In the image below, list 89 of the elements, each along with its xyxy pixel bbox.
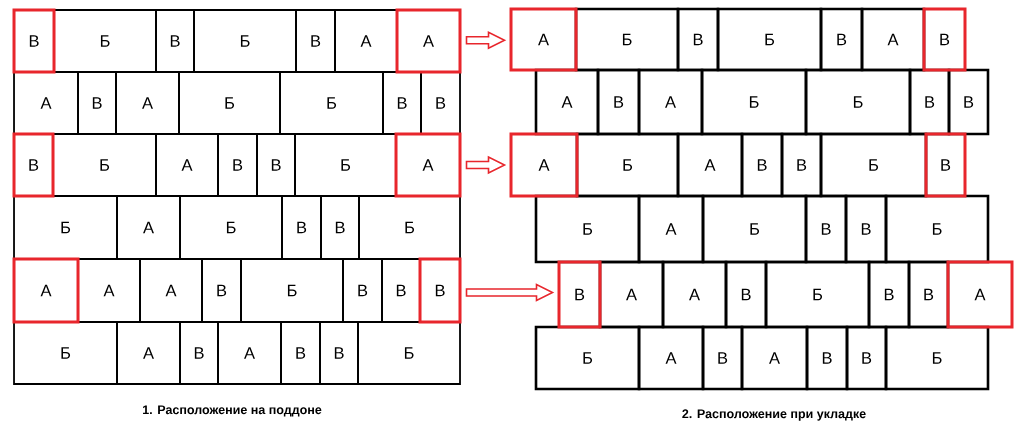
caption: 2. Расположение при укладке — [682, 409, 866, 421]
highlighted-tile: В — [12, 8, 56, 74]
paving-tile: В — [295, 9, 336, 73]
paving-tile: Б — [358, 195, 461, 260]
paving-tile: В — [908, 68, 951, 136]
paving-tile: А — [77, 258, 141, 323]
highlighted-tile: А — [395, 8, 462, 74]
paving-tile: Б — [53, 9, 157, 73]
paving-tile: Б — [52, 133, 157, 197]
paving-tile: В — [201, 258, 242, 323]
paving-tile: В — [381, 258, 421, 323]
paving-tile: Б — [575, 132, 680, 198]
paving-tile: А — [13, 71, 79, 135]
highlighted-tile: В — [922, 7, 967, 72]
paving-tile: А — [534, 68, 600, 136]
paving-tile: В — [179, 321, 219, 385]
paving-tile: В — [676, 7, 720, 72]
paving-tile: А — [598, 260, 665, 329]
paving-tile: А — [155, 133, 219, 197]
paving-tile: В — [844, 194, 888, 264]
paving-tile: А — [740, 325, 809, 391]
paving-tile: А — [676, 132, 744, 198]
highlighted-tile: В — [12, 132, 55, 198]
paving-tile: Б — [716, 7, 823, 72]
paving-tile: Б — [534, 194, 641, 264]
paving-tile: Б — [884, 194, 990, 264]
paving-tile: В — [596, 68, 641, 136]
paving-tile: А — [637, 325, 705, 391]
paving-tile: А — [334, 9, 398, 73]
paving-tile: Б — [700, 68, 808, 136]
paving-tile: Б — [357, 321, 461, 385]
paving-tile: В — [804, 194, 848, 264]
paving-tile: Б — [804, 68, 912, 136]
highlighted-tile: В — [557, 260, 602, 329]
highlighted-tile: А — [509, 7, 578, 72]
highlighted-tile: В — [924, 132, 967, 198]
paving-tile: Б — [574, 7, 680, 72]
highlighted-tile: А — [12, 257, 80, 324]
paving-tile: Б — [13, 321, 118, 385]
arrow — [465, 155, 507, 175]
paving-tile: Б — [193, 9, 297, 73]
paving-tile: В — [740, 132, 784, 198]
highlighted-tile: А — [946, 260, 1014, 329]
paving-tile: В — [845, 325, 888, 391]
paving-tile: В — [805, 325, 849, 391]
paving-tile: Б — [178, 71, 281, 135]
paving-tile: В — [342, 258, 383, 323]
paving-tile: А — [637, 68, 704, 136]
paving-tile: Б — [819, 132, 928, 198]
paving-tile: В — [155, 9, 195, 73]
paving-tile: А — [661, 260, 728, 329]
paving-tile: Б — [534, 325, 641, 391]
paving-tile: В — [780, 132, 823, 198]
paving-tile: Б — [13, 195, 118, 260]
caption: 1. Расположение на поддоне — [143, 405, 322, 417]
arrow — [465, 283, 555, 302]
paving-tile: В — [819, 7, 864, 72]
paving-tile: В — [947, 68, 990, 136]
paving-tile: В — [701, 325, 744, 391]
paving-tile: В — [319, 321, 359, 385]
paving-tile: Б — [294, 133, 397, 197]
paving-tile: А — [217, 321, 282, 385]
paving-tile: Б — [179, 195, 283, 260]
paving-tile: А — [139, 258, 203, 323]
highlighted-tile: В — [418, 257, 462, 324]
paving-tile: В — [867, 260, 911, 329]
paving-tile: В — [256, 133, 296, 197]
paving-tile: А — [637, 194, 705, 264]
paving-tile: Б — [240, 258, 344, 323]
paving-tile: В — [77, 71, 117, 135]
paving-tile: В — [280, 321, 321, 385]
paving-tile: В — [281, 195, 322, 260]
paving-tile: В — [907, 260, 950, 329]
highlighted-tile: А — [394, 132, 462, 198]
paving-tile: Б — [279, 71, 384, 135]
paving-tile: Б — [701, 194, 808, 264]
arrow — [465, 30, 507, 50]
paving-tile: А — [116, 195, 181, 260]
highlighted-tile: А — [509, 132, 579, 198]
paving-tile: В — [382, 71, 422, 135]
paving-tile: А — [860, 7, 926, 72]
paving-tile: А — [115, 71, 180, 135]
paving-tile: В — [217, 133, 258, 197]
paving-tile: Б — [884, 325, 990, 391]
paving-tile: Б — [764, 260, 871, 329]
paving-tile: А — [116, 321, 181, 385]
paving-tile: В — [320, 195, 360, 260]
paving-tile: В — [724, 260, 768, 329]
paving-tile: В — [420, 71, 461, 135]
